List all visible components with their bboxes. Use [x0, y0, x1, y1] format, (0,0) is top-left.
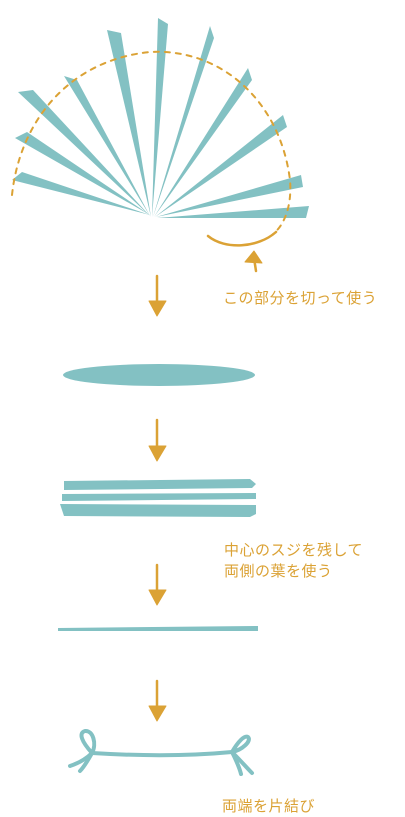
split-leaf-strips [60, 479, 256, 517]
cut-area-bracket [206, 230, 278, 247]
arrow-up-icon [244, 250, 263, 273]
caption-tie-ends: 両端を片結び [222, 797, 316, 815]
arrow-down-icon [148, 274, 167, 317]
bow-icon [68, 729, 97, 773]
thin-leaf-strip [58, 626, 258, 631]
palm-leaf-illustration [12, 18, 309, 218]
arrow-down-icon [148, 679, 167, 722]
caption-cut-part: この部分を切って使う [223, 289, 378, 307]
cut-area-outline [11, 50, 292, 236]
tied-leaf-strip [68, 729, 254, 776]
cut-leaf-piece [63, 364, 255, 386]
bow-icon [230, 734, 254, 776]
caption-line: 両側の葉を使う [224, 562, 333, 580]
caption-keep-center-vein: 中心のスジを残して 両側の葉を使う [224, 540, 363, 582]
caption-line: 中心のスジを残して [224, 541, 364, 559]
arrow-down-icon [148, 418, 167, 462]
arrow-down-icon [148, 563, 167, 606]
